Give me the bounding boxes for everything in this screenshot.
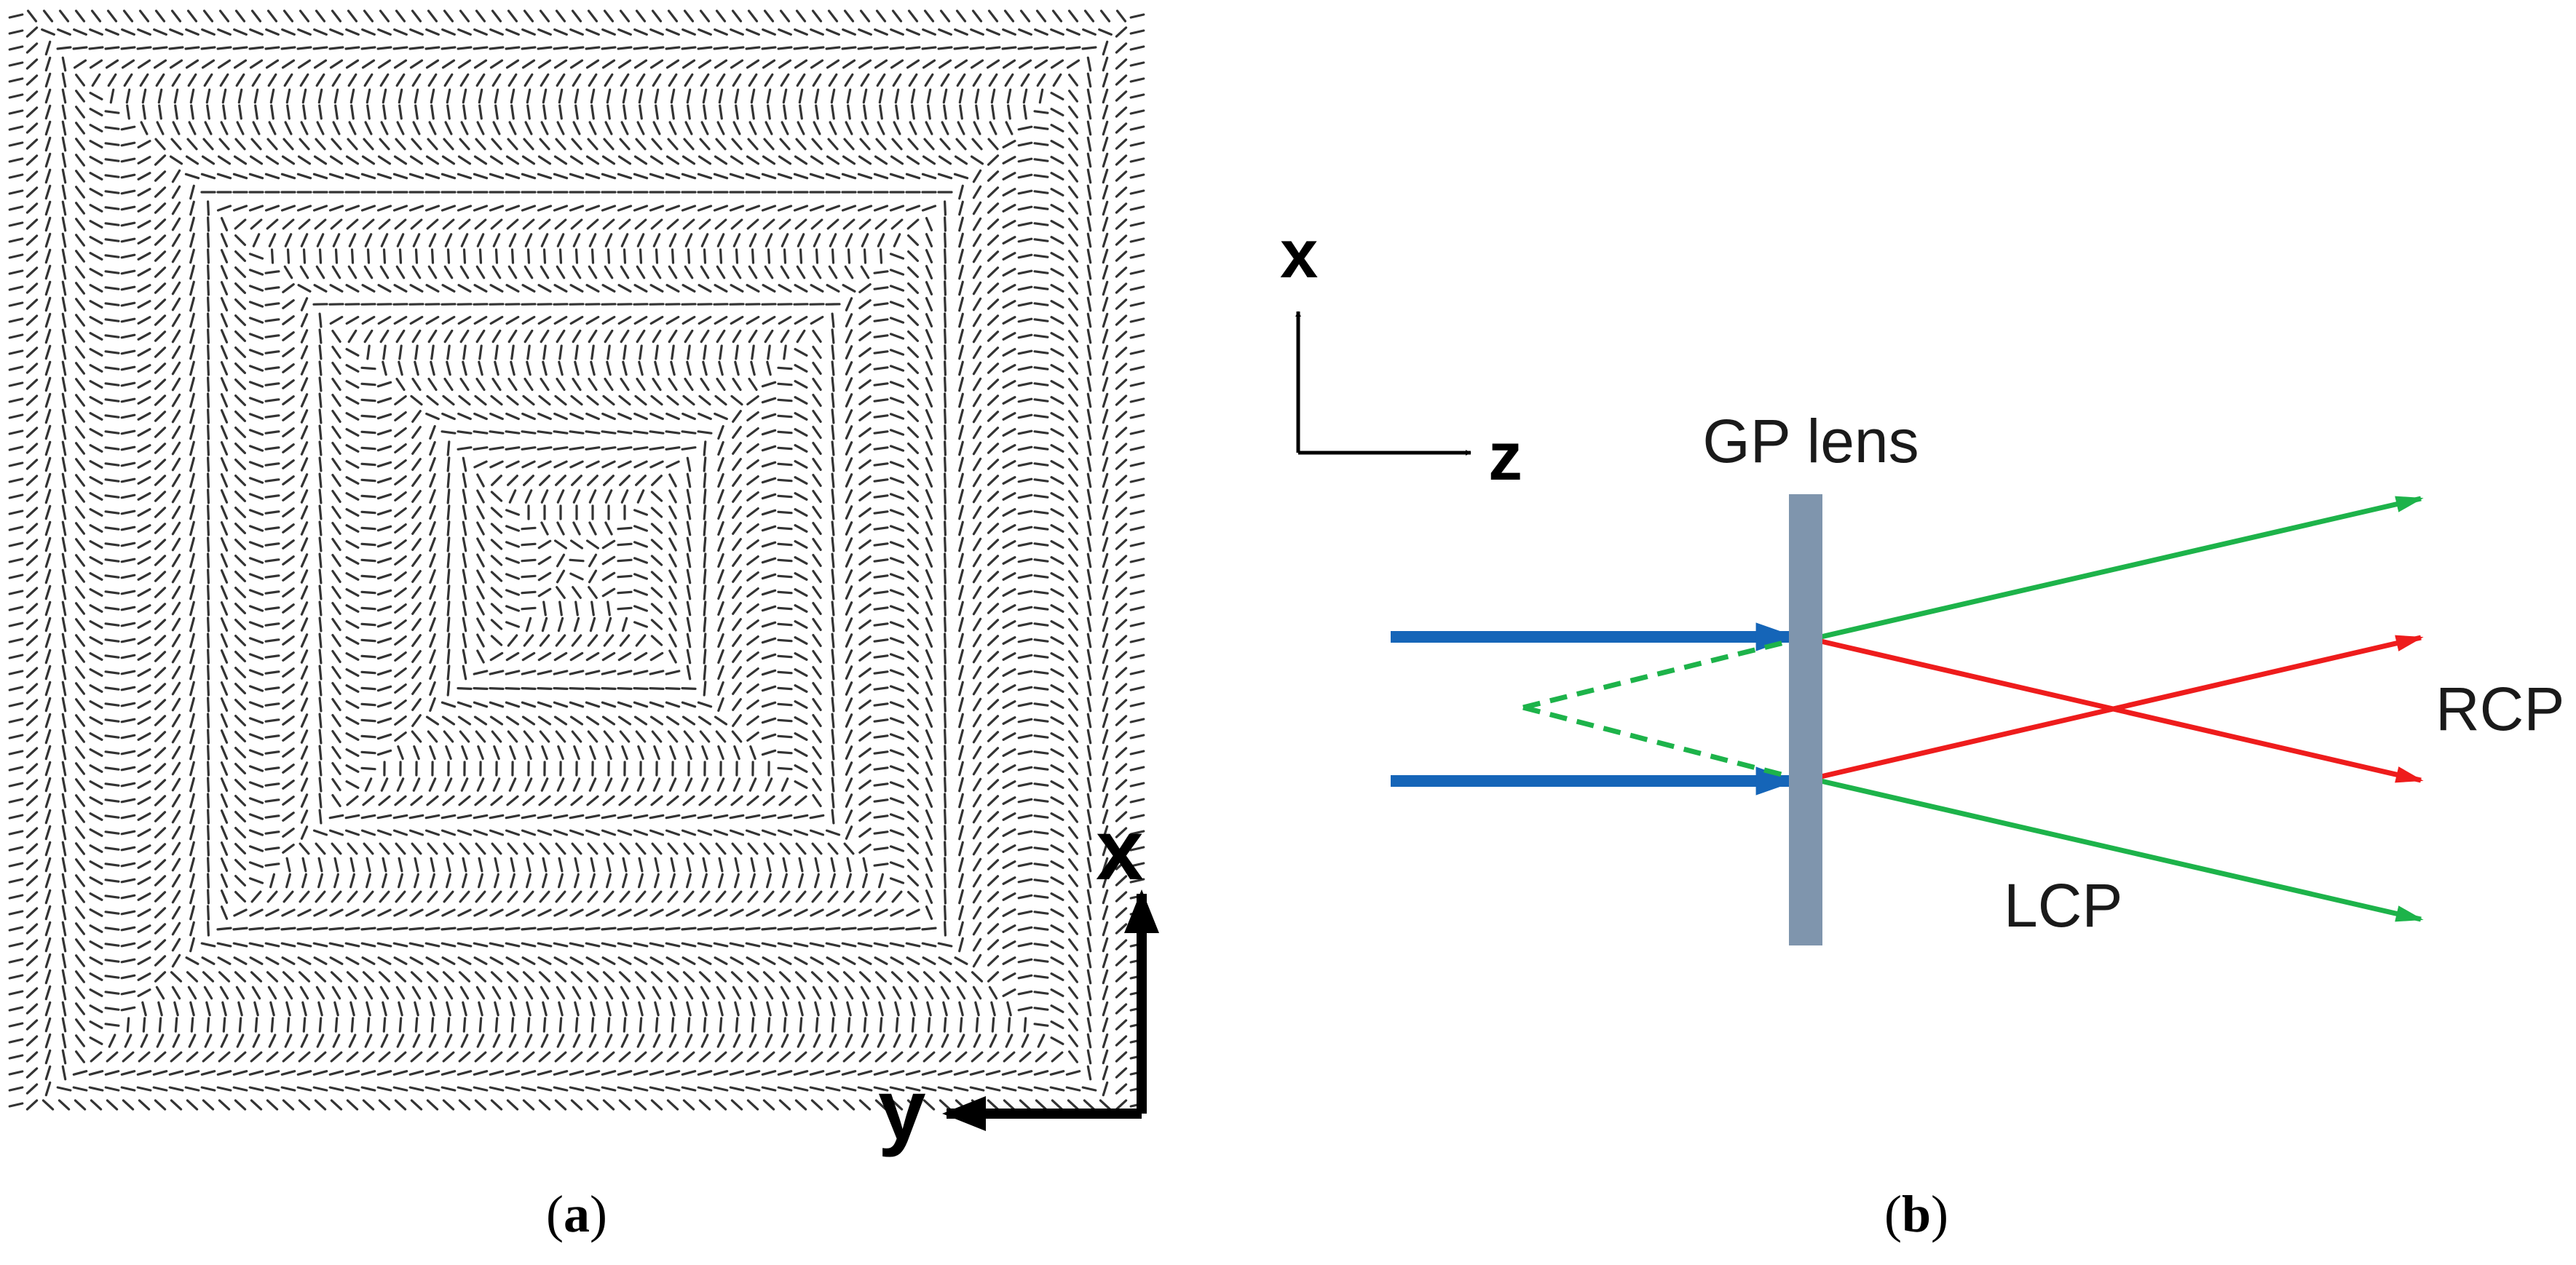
panel-b-x-axis-label: x (1280, 215, 1318, 292)
lcp-label: LCP (2004, 871, 2122, 940)
panel-a: x y (a) (8, 9, 1159, 1243)
virtual-ray-lower (1522, 705, 1793, 780)
panel-b-axes: x z (1280, 215, 1522, 494)
rcp-label: RCP (2435, 675, 2564, 743)
lc-orientation-pattern (8, 9, 1145, 1111)
panel-a-x-axis-label: x (1096, 802, 1144, 898)
rcp-ray-lower (1811, 635, 2424, 782)
panel-a-label: (a) (546, 1185, 607, 1243)
panel-b-z-axis-label: z (1488, 418, 1522, 494)
gp-lens (1789, 494, 1822, 945)
virtual-ray-upper (1522, 638, 1793, 710)
panel-a-axes: x y (878, 802, 1159, 1158)
lcp-ray-upper (1811, 496, 2424, 642)
lc-molecule-marks (8, 9, 1145, 1111)
lens-label: GP lens (1702, 407, 1919, 475)
lcp-ray-lower (1811, 776, 2424, 922)
panel-b-label: (b) (1884, 1185, 1948, 1243)
panel-a-y-axis-label: y (878, 1062, 926, 1158)
panel-b: x z GP lens RCP LCP (b) (1280, 215, 2564, 1243)
